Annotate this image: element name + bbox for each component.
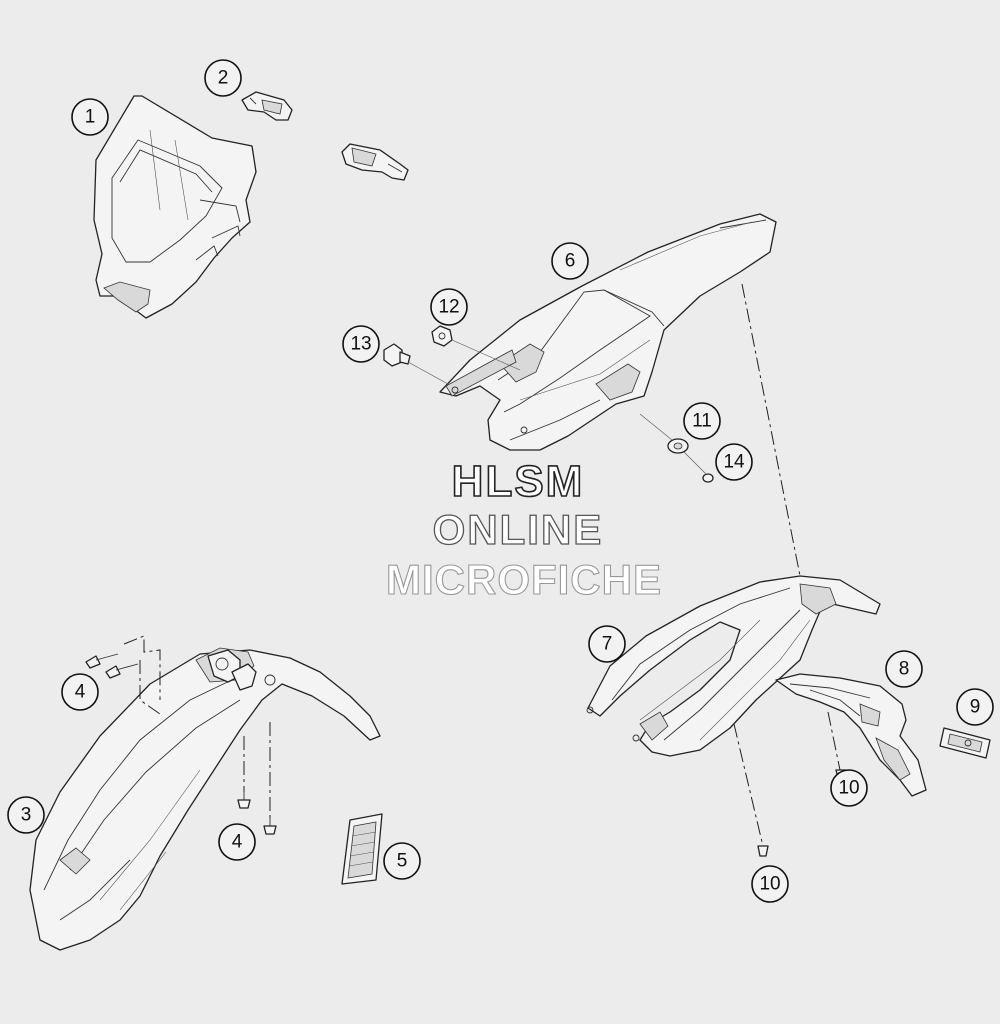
callout-8-label: 8 [899, 659, 910, 680]
watermark-line-2: ONLINE [433, 506, 604, 553]
callout-1-label: 1 [85, 107, 96, 128]
alignment-line-8-10 [827, 711, 841, 771]
callout-6: 6 [551, 242, 589, 280]
callout-4-upper-label: 4 [75, 682, 86, 703]
callout-12-label: 12 [438, 297, 459, 318]
part-screw-small [683, 451, 714, 483]
part-screw-rear-lower [757, 845, 769, 857]
part-washer [639, 413, 689, 454]
callout-7-label: 7 [602, 634, 613, 655]
callout-5: 5 [383, 842, 421, 880]
watermark: HLSM ONLINE MICROFICHE [385, 456, 662, 603]
callout-14-label: 14 [723, 452, 745, 473]
callout-10-upper-label: 10 [838, 778, 859, 799]
callout-12: 12 [430, 288, 468, 326]
part-rear-fender-upper [439, 213, 777, 451]
part-rear-side-panel [586, 575, 881, 757]
callout-11: 11 [683, 402, 721, 440]
part-headlight-mask [93, 95, 257, 319]
callout-14: 14 [715, 443, 753, 481]
part-license-plate-holder [775, 673, 927, 797]
callout-1: 1 [71, 98, 109, 136]
part-bolt [383, 343, 449, 385]
callout-10-lower-label: 10 [759, 874, 780, 895]
callout-13-label: 13 [350, 334, 371, 355]
callout-2-label: 2 [218, 68, 229, 89]
callout-9: 9 [956, 688, 994, 726]
callout-2: 2 [204, 59, 242, 97]
callout-8: 8 [885, 650, 923, 688]
part-screws-upper [85, 635, 161, 715]
callout-6-label: 6 [565, 251, 576, 272]
callout-4-upper: 4 [61, 673, 99, 711]
alignment-line-7-10 [733, 723, 763, 843]
callout-10-lower: 10 [751, 865, 789, 903]
callout-3-label: 3 [21, 805, 32, 826]
part-nut [431, 325, 521, 371]
part-screws-lower [237, 722, 277, 835]
alignment-line-6-7 [741, 283, 807, 607]
callout-13: 13 [342, 325, 380, 363]
callout-5-label: 5 [397, 851, 408, 872]
callout-7: 7 [588, 625, 626, 663]
part-reflector-rear [939, 727, 991, 759]
part-headlight-clamp-lower [341, 143, 409, 181]
callout-11-label: 11 [692, 411, 712, 432]
callout-4-lower-label: 4 [232, 832, 243, 853]
part-headlight-clamp-upper [241, 91, 293, 121]
callout-10-upper: 10 [830, 769, 868, 807]
watermark-line-3: MICROFICHE [386, 556, 662, 603]
part-front-fender [29, 647, 381, 951]
watermark-line-1: HLSM [452, 457, 585, 506]
callout-3: 3 [7, 796, 45, 834]
callout-9-label: 9 [970, 697, 981, 718]
callout-4-lower: 4 [218, 823, 256, 861]
part-reflector [341, 813, 383, 885]
